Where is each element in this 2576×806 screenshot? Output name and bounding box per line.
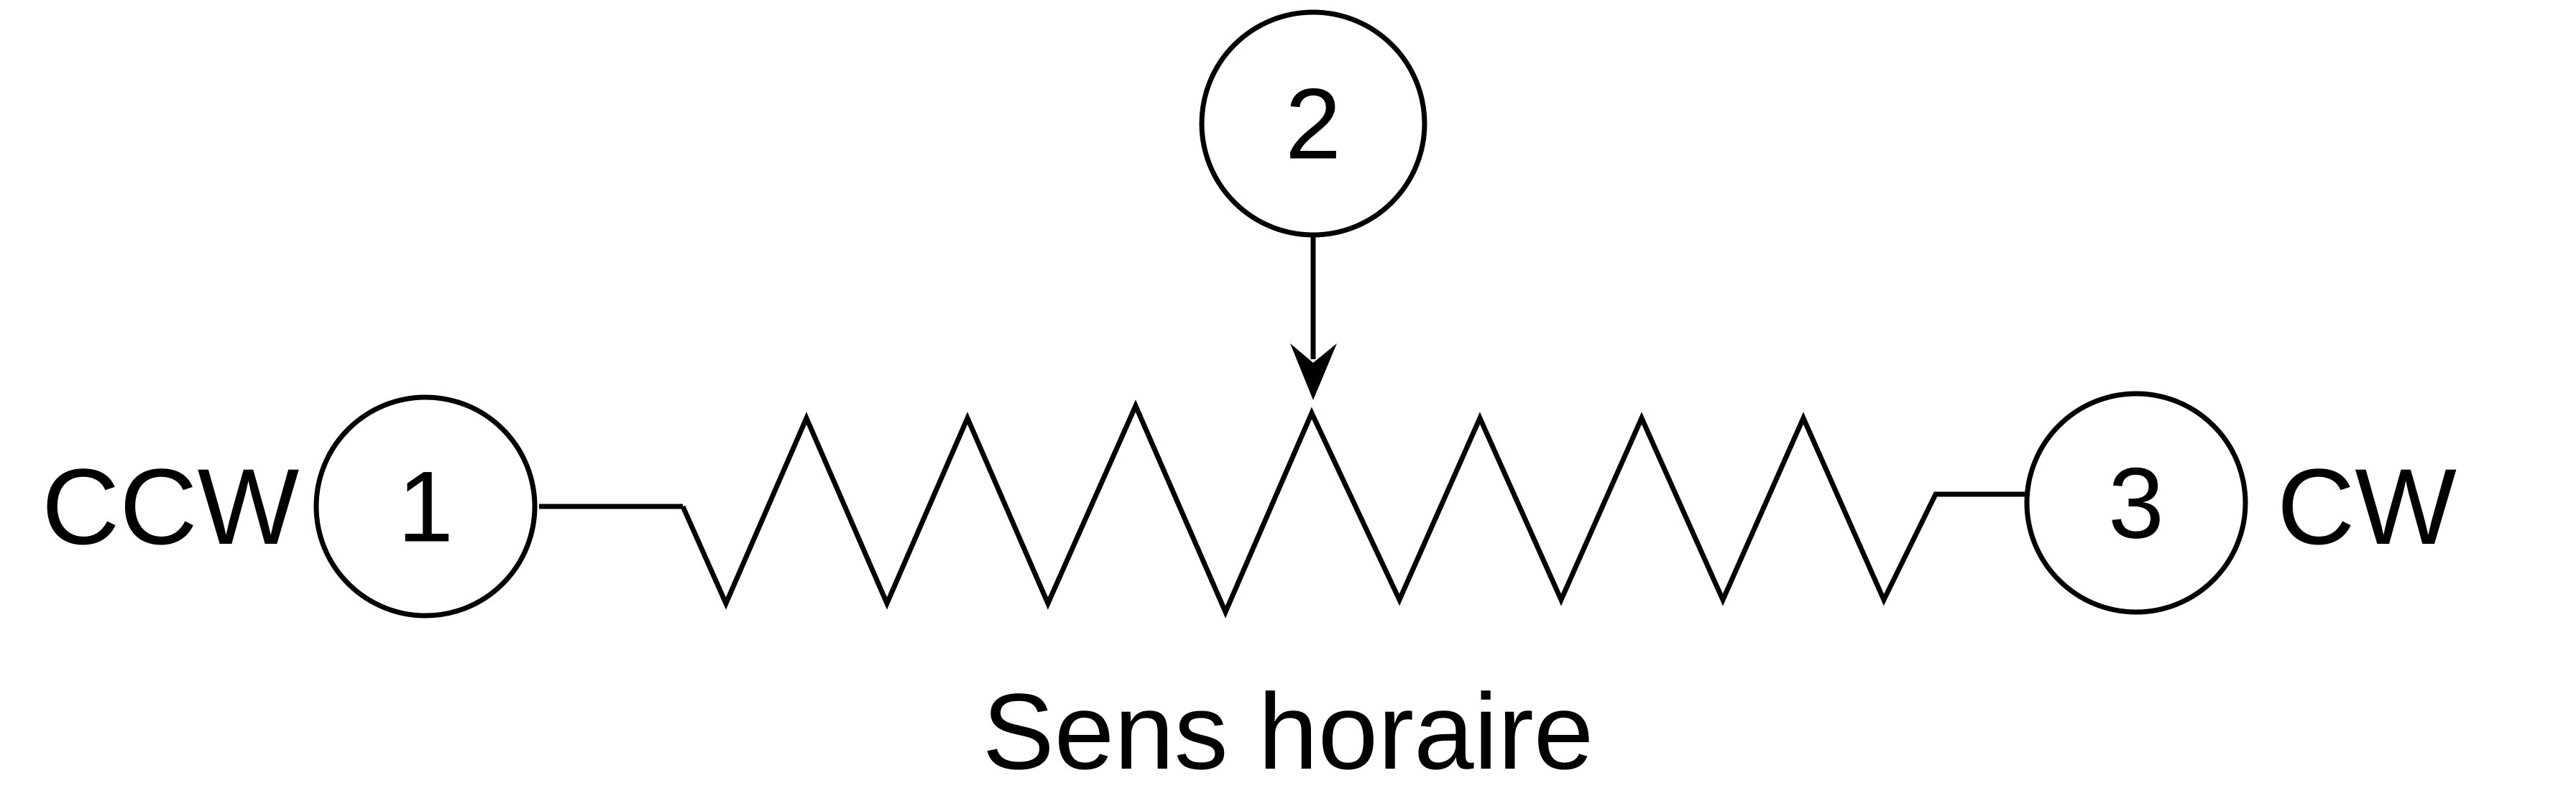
terminal-3-number: 3 [2108, 447, 2164, 560]
cw-label: CW [2277, 446, 2457, 567]
terminal-3: 3 [2024, 391, 2248, 615]
wiper-arrowhead [1290, 343, 1337, 400]
resistor-zigzag [680, 399, 2027, 619]
terminal-2: 2 [1199, 9, 1427, 238]
terminal-2-number: 2 [1285, 68, 1341, 180]
terminal-1-circle [313, 394, 538, 619]
terminal-3-circle [2024, 391, 2248, 615]
terminal-1: 1 [313, 394, 538, 619]
terminal-1-number: 1 [397, 450, 454, 563]
ccw-label: CCW [42, 446, 300, 567]
diagram-caption: Sens horaire [983, 671, 1594, 792]
terminal-2-circle [1199, 9, 1427, 238]
